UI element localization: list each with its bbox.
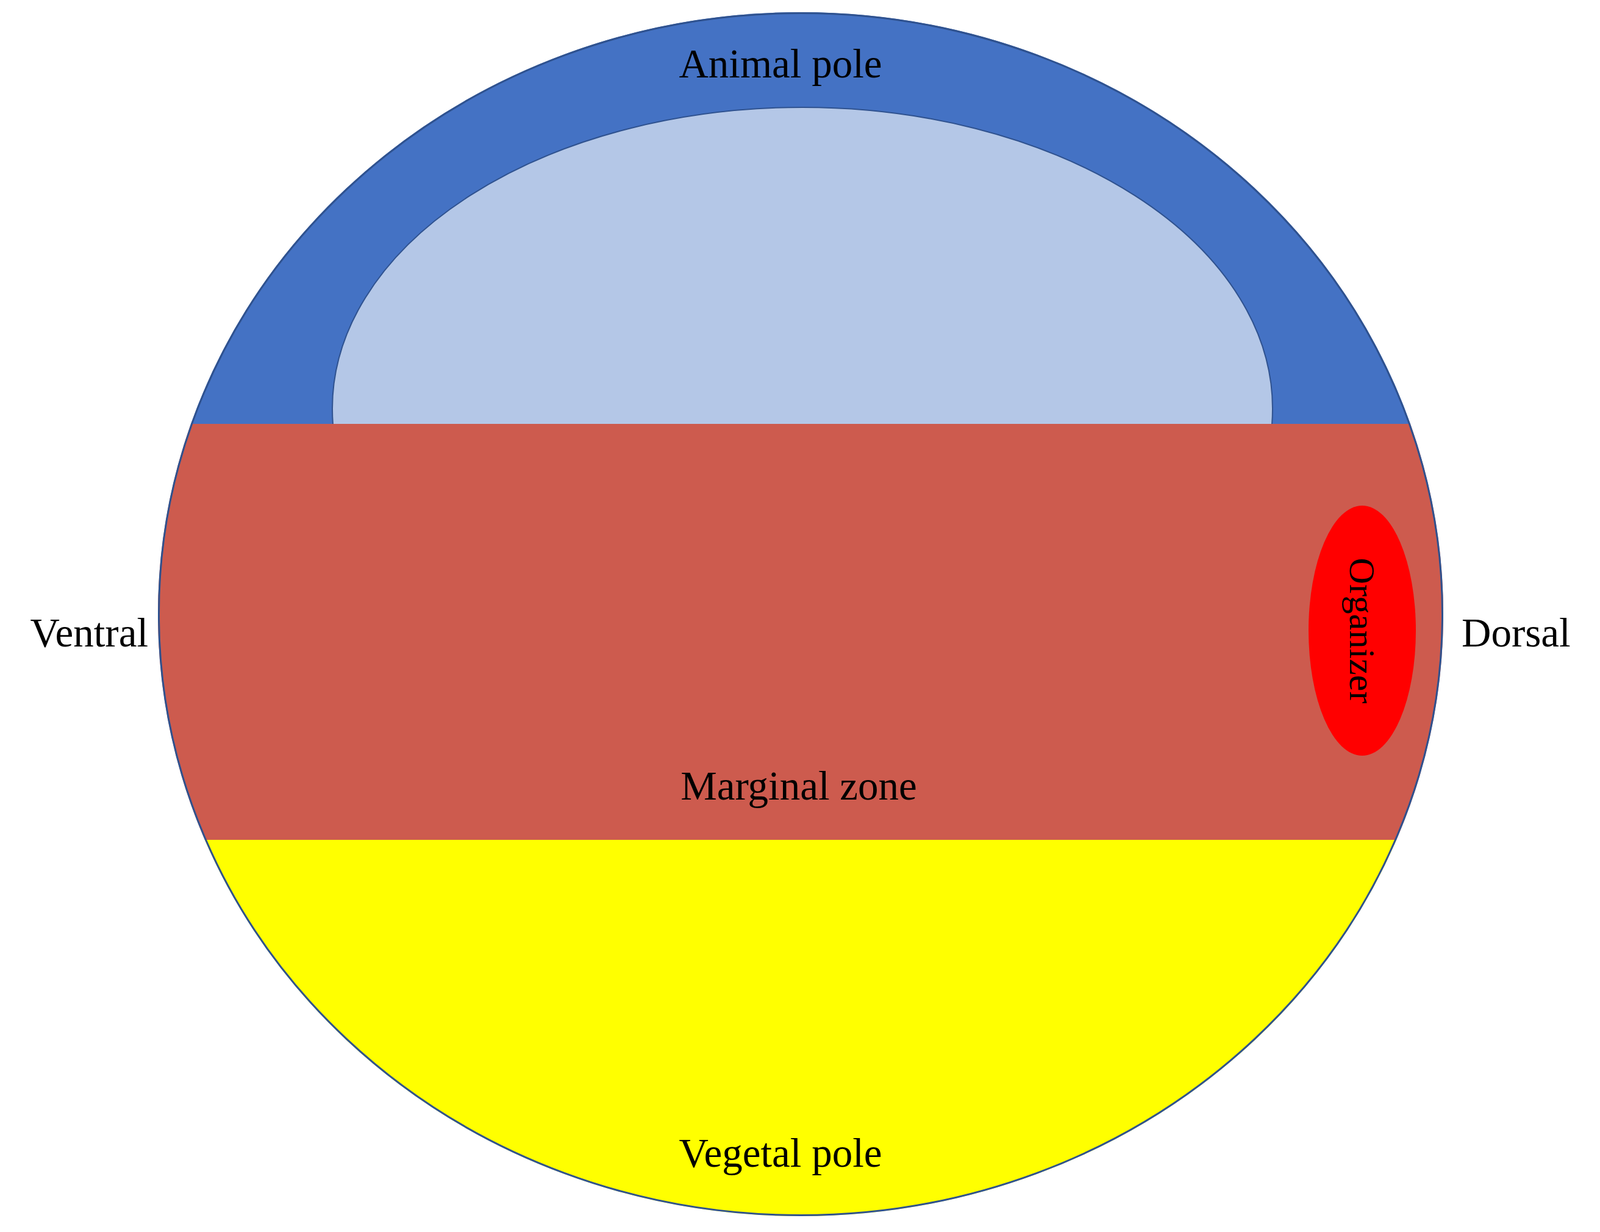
animal-hemisphere-band: Animal pole [157, 10, 1446, 424]
axis-label: Ventral [30, 610, 149, 656]
region-name: Organizer [1342, 557, 1383, 704]
marginal-zone-band: Marginal zone Organizer [157, 423, 1446, 840]
region-name: Vegetal pole [678, 1130, 882, 1176]
blastocoel [332, 107, 1273, 424]
organizer-fill [1308, 505, 1416, 756]
organizer-ellipse: Organizer [1307, 504, 1417, 757]
region-name: Animal pole [678, 41, 882, 87]
band-fill [157, 839, 1444, 1216]
axis-label: Dorsal [1461, 610, 1571, 656]
embryo-outline [159, 839, 1443, 1216]
vegetal-hemisphere-band: Vegetal pole [157, 839, 1446, 1219]
region-name: Marginal zone [680, 763, 918, 809]
band-fill [157, 423, 1444, 840]
embryo-outline [159, 423, 1443, 840]
embryo-outline [159, 13, 1443, 425]
band-fill [157, 12, 1444, 424]
